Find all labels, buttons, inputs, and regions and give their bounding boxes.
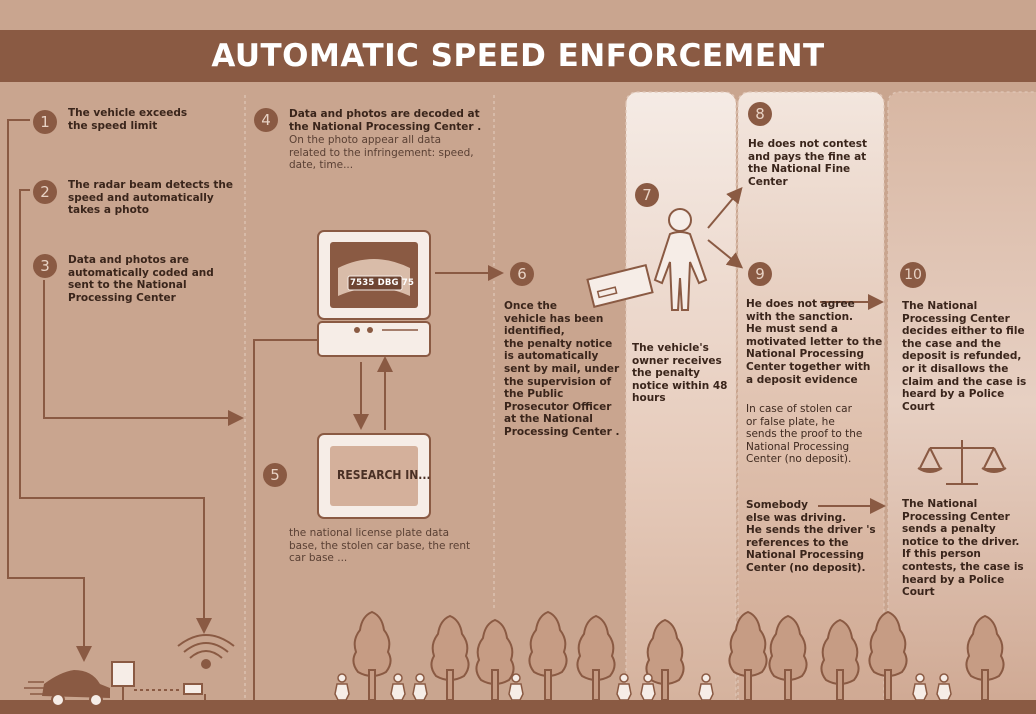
pedestrian-icon xyxy=(912,673,928,701)
flow-lines xyxy=(7,119,886,714)
tree-icon xyxy=(965,614,1005,701)
pedestrian-icon xyxy=(698,673,714,701)
pedestrian-icon xyxy=(936,673,952,701)
pedestrian-icon xyxy=(616,673,632,701)
pedestrian-icon xyxy=(640,673,656,701)
step-4-badge: 4 xyxy=(254,108,278,132)
envelope-icon xyxy=(586,263,654,309)
panel-court xyxy=(888,92,1036,714)
pedestrian-row xyxy=(334,673,952,701)
radar-waves-icon xyxy=(177,634,235,669)
step-8-badge: 8 xyxy=(748,102,772,126)
step-7-badge: 7 xyxy=(635,183,659,207)
step-6-badge: 6 xyxy=(510,262,534,286)
person-figure xyxy=(653,208,708,311)
panel-pays xyxy=(738,92,884,714)
page-title: AUTOMATIC SPEED ENFORCEMENT xyxy=(211,38,825,74)
research-text: RESEARCH IN... xyxy=(337,468,431,482)
tree-icon xyxy=(576,614,616,701)
step-10-badge: 10 xyxy=(900,262,926,288)
tree-icon xyxy=(475,618,515,701)
car-icon xyxy=(24,670,110,707)
research-monitor xyxy=(317,433,431,519)
pedestrian-icon xyxy=(412,673,428,701)
pedestrian-icon xyxy=(390,673,406,701)
step-1-badge: 1 xyxy=(33,110,57,134)
dashed-separators xyxy=(244,91,1036,714)
step-5-badge: 5 xyxy=(263,463,287,487)
tree-icon xyxy=(768,614,808,701)
pedestrian-icon xyxy=(334,673,350,701)
tree-row xyxy=(352,610,1005,701)
tree-icon xyxy=(868,610,908,701)
tree-icon xyxy=(528,610,568,701)
ground xyxy=(0,700,1036,714)
pedestrian-icon xyxy=(508,673,524,701)
step-9-badge: 9 xyxy=(748,262,772,286)
tree-icon xyxy=(645,618,685,701)
step-2-badge: 2 xyxy=(33,180,57,204)
scale-icon xyxy=(917,440,1007,485)
tree-icon xyxy=(352,610,392,701)
step-3-badge: 3 xyxy=(33,254,57,278)
tree-icon xyxy=(430,614,470,701)
tree-icon xyxy=(820,618,860,701)
computer-monitor xyxy=(317,230,431,357)
license-plate-text: 7535 DBG 75 xyxy=(350,278,415,288)
title-band xyxy=(0,30,1036,82)
speed-sign-icon xyxy=(111,661,206,700)
tree-icon xyxy=(728,610,768,701)
